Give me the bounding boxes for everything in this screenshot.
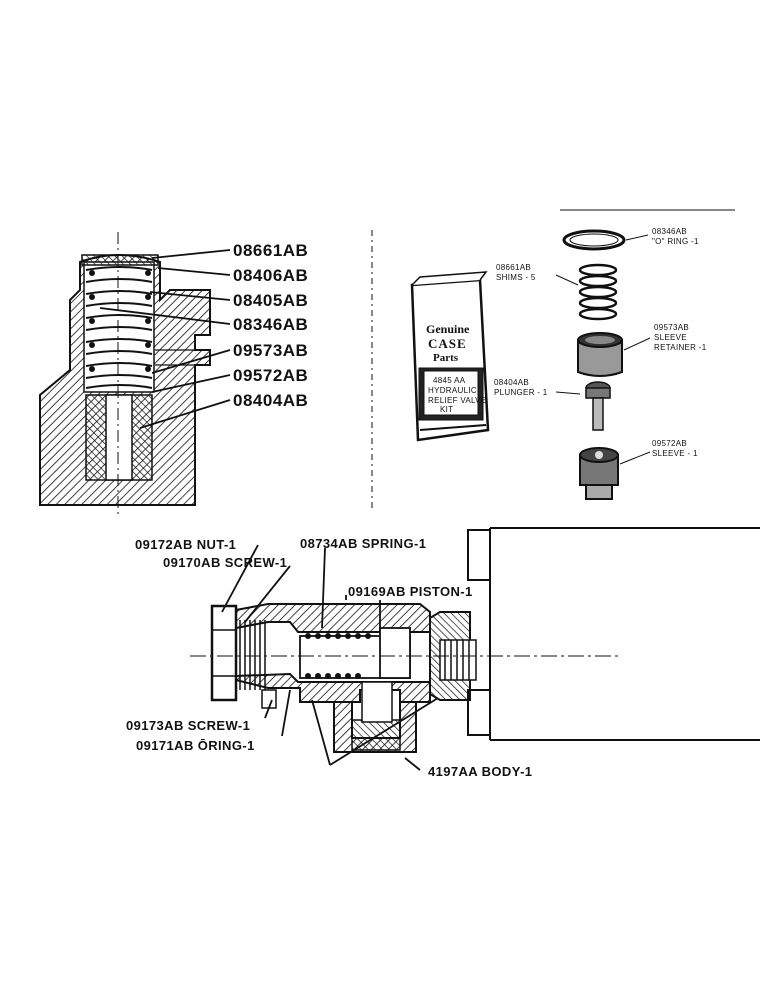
label-08346AB-kit: 08346AB xyxy=(652,227,687,236)
spring-coils xyxy=(85,266,153,389)
kit-box-desc3: KIT xyxy=(440,405,453,414)
kit-box-brand: CASE xyxy=(428,336,467,351)
kit-box: Genuine CASE Parts 4845 AA HYDRAULIC REL… xyxy=(410,271,490,442)
desc2-09573AB-kit: RETAINER -1 xyxy=(654,343,707,352)
label-08404AB: 08404AB xyxy=(233,391,308,410)
bottom-spring xyxy=(305,633,371,679)
plunger-bore xyxy=(105,394,133,481)
top-left-leaders xyxy=(99,249,231,429)
label-09172AB: 09172AB NUT-1 xyxy=(135,537,236,552)
label-08405AB: 08405AB xyxy=(233,291,308,310)
body-lower-wall xyxy=(235,672,431,703)
label-08661AB: 08661AB xyxy=(233,241,308,260)
label-09169AB: 09169AB PISTON-1 xyxy=(348,584,473,599)
right-housing xyxy=(489,527,760,741)
kit-box-line1: Genuine xyxy=(426,322,470,336)
exploded-leaders xyxy=(555,234,651,465)
label-09573AB: 09573AB xyxy=(233,341,308,360)
label-08406AB: 08406AB xyxy=(233,266,308,285)
label-09572AB: 09572AB xyxy=(233,366,308,385)
exploded-labels: 08346AB "O" RING -1 08661AB SHIMS - 5 09… xyxy=(494,227,707,458)
desc-08404AB-kit: PLUNGER - 1 xyxy=(494,388,548,397)
label-09173AB: 09173AB SCREW-1 xyxy=(126,718,250,733)
sleeve xyxy=(579,447,619,500)
shims xyxy=(578,263,618,321)
plunger xyxy=(585,381,611,431)
bottom-leaders xyxy=(221,544,439,771)
desc-08661AB-kit: SHIMS - 5 xyxy=(496,273,536,282)
exploded-parts xyxy=(562,229,626,500)
desc-09573AB-kit: SLEEVE xyxy=(654,333,687,342)
bottom-labels: 09172AB NUT-1 09170AB SCREW-1 08734AB SP… xyxy=(126,536,532,779)
nut xyxy=(210,604,238,702)
label-4197AA: 4197AA BODY-1 xyxy=(428,764,532,779)
label-09573AB-kit: 09573AB xyxy=(654,323,689,332)
kit-box-desc2: RELIEF VALVE xyxy=(428,396,486,405)
desc-08346AB-kit: "O" RING -1 xyxy=(652,237,699,246)
label-08661AB-kit: 08661AB xyxy=(496,263,531,272)
kit-box-number: 4845 AA xyxy=(433,376,466,385)
bottom-section-view xyxy=(190,527,760,753)
label-09170AB: 09170AB SCREW-1 xyxy=(163,555,287,570)
spring-ends xyxy=(89,270,151,372)
kit-box-desc1: HYDRAULIC xyxy=(428,386,477,395)
label-08404AB-kit: 08404AB xyxy=(494,378,529,387)
body-upper-wall xyxy=(235,603,431,633)
label-08734AB: 08734AB SPRING-1 xyxy=(300,536,426,551)
top-left-labels: 08661AB 08406AB 08405AB 08346AB 09573AB … xyxy=(233,241,308,410)
cap xyxy=(81,254,159,266)
label-09171AB: 09171AB ŌRING-1 xyxy=(136,738,255,753)
sleeve-retainer xyxy=(577,332,623,377)
kit-box-line3: Parts xyxy=(433,352,459,364)
desc-09572AB-kit: SLEEVE - 1 xyxy=(652,449,698,458)
top-left-section-view xyxy=(39,232,211,515)
label-08346AB: 08346AB xyxy=(233,315,308,334)
o-ring xyxy=(562,229,626,251)
label-09572AB-kit: 09572AB xyxy=(652,439,687,448)
